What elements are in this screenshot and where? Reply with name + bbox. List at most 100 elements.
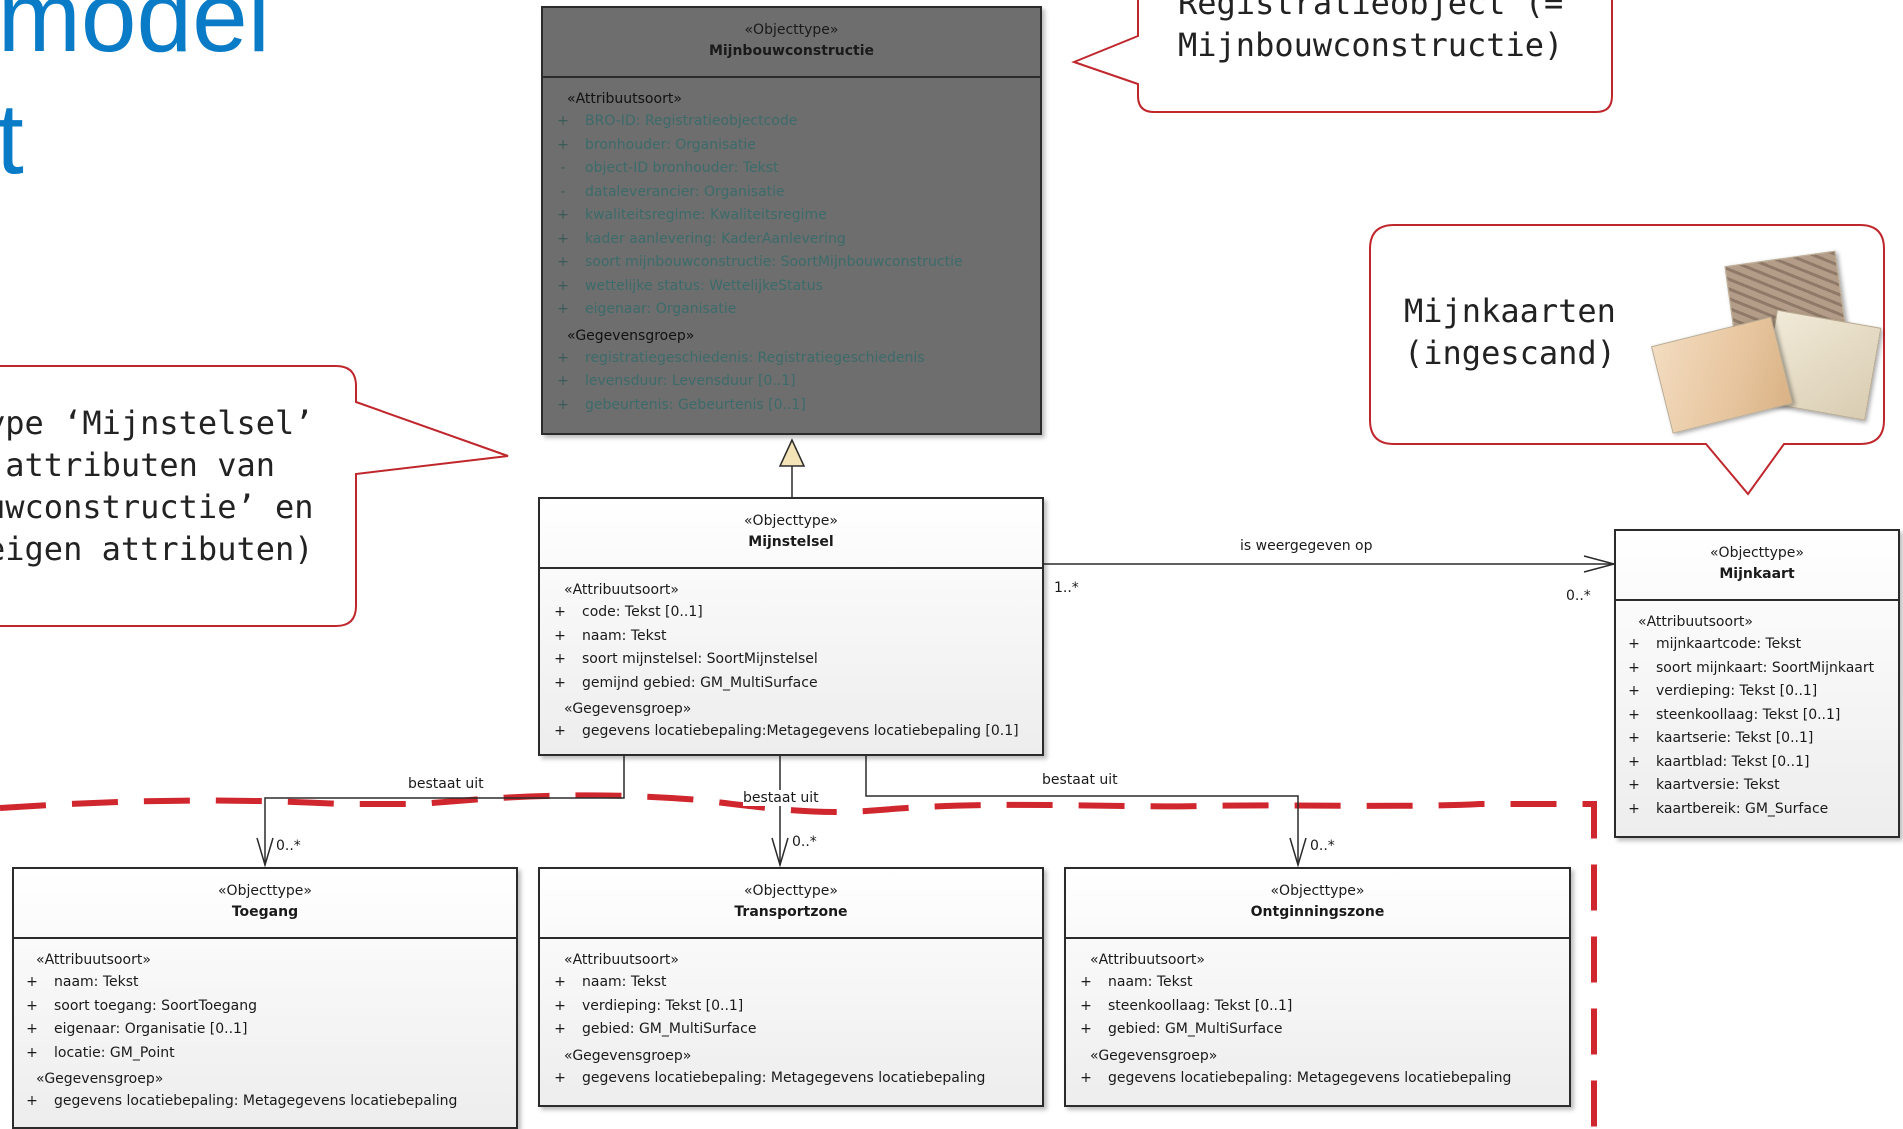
- attribute-text: kaartblad: Tekst [0..1]: [1656, 753, 1810, 770]
- attribute: + kaartblad: Tekst [0..1]: [1624, 751, 1892, 775]
- section-label: «Gegevensgroep»: [564, 701, 692, 717]
- stereotype-label: «Objecttype»: [1270, 883, 1365, 899]
- class-toegang[interactable]: «Objecttype» Toegang «Attribuutsoort» +n…: [12, 867, 518, 1129]
- visibility-marker: +: [1080, 1069, 1092, 1086]
- class-name: Mijnstelsel: [748, 534, 834, 550]
- class-mijnbouwconstructie[interactable]: «Objecttype» Mijnbouwconstructie «Attrib…: [541, 6, 1042, 435]
- class-header: «Objecttype» Transportzone: [540, 869, 1042, 939]
- attribute: + naam: Tekst: [1076, 971, 1563, 995]
- attribute: + gemijnd gebied: GM_MultiSurface: [550, 672, 1036, 696]
- callout-mijnstelsel-shape: [0, 365, 509, 627]
- visibility-marker: +: [554, 1069, 566, 1086]
- attribute-text: kaartserie: Tekst [0..1]: [1656, 730, 1814, 746]
- attribute: +gebied: GM_MultiSurface: [1076, 1018, 1563, 1042]
- visibility-marker: +: [1628, 683, 1640, 699]
- attribute-text: kaartversie: Tekst: [1656, 777, 1780, 793]
- visibility-marker: +: [1628, 777, 1640, 793]
- class-body: «Attribuutsoort» +naam: Tekst +verdiepin…: [540, 939, 1042, 1096]
- visibility-marker: +: [1080, 1021, 1092, 1037]
- class-header: «Objecttype» Ontginningszone: [1066, 869, 1569, 939]
- attribute: +soort mijnkaart: SoortMijnkaart: [1624, 657, 1892, 681]
- visibility-marker: -: [560, 160, 566, 176]
- attribute-text: eigenaar: Organisatie [0..1]: [54, 1021, 248, 1037]
- section-label: «Attribuutsoort»: [564, 952, 679, 968]
- attribute: + registratiegeschiedenis: Registratieges…: [553, 347, 1034, 371]
- attribute: +locatie: GM_Point: [22, 1042, 510, 1066]
- attribute-text: gegevens locatiebepaling: Metagegevens l…: [54, 1093, 458, 1109]
- visibility-marker: +: [554, 627, 566, 644]
- visibility-marker: -: [560, 183, 566, 200]
- attribute-text: registratiegeschiedenis: Registratiegesc…: [585, 349, 925, 366]
- attribute: +wettelijke status: WettelijkeStatus: [553, 275, 1034, 299]
- class-header: «Objecttype» Mijnkaart: [1616, 531, 1898, 601]
- class-name: Transportzone: [734, 904, 848, 920]
- association-toegang-multiplicity: 0..*: [276, 838, 301, 854]
- visibility-marker: +: [554, 604, 566, 620]
- class-ontginningszone[interactable]: «Objecttype» Ontginningszone «Attribuuts…: [1064, 867, 1571, 1107]
- class-name: Toegang: [231, 904, 299, 920]
- attribute: +BRO-ID: Registratieobjectcode: [553, 110, 1034, 134]
- visibility-marker: +: [557, 349, 569, 366]
- attribute: +kwaliteitsregime: Kwaliteitsregime: [553, 204, 1034, 228]
- attribute-text: levensduur: Levensduur [0..1]: [585, 373, 796, 389]
- class-mijnstelsel[interactable]: «Objecttype» Mijnstelsel «Attribuutsoort…: [538, 497, 1044, 756]
- class-header: «Objecttype» Mijnstelsel: [540, 499, 1042, 569]
- section-label: «Attribuutsoort»: [1090, 952, 1205, 968]
- attribute-text: gegevens locatiebepaling:Metagegevens lo…: [582, 723, 1019, 739]
- class-header: «Objecttype» Mijnbouwconstructie: [543, 8, 1040, 78]
- callout-registratieobject-shape: [1071, 0, 1613, 113]
- stereotype-label: «Objecttype»: [744, 22, 839, 38]
- section-label: «Gegevensgroep»: [36, 1071, 164, 1087]
- attribute: -dataleverancier: Organisatie: [553, 181, 1034, 205]
- class-transportzone[interactable]: «Objecttype» Transportzone «Attribuutsoo…: [538, 867, 1044, 1107]
- attribute: + verdieping: Tekst [0..1]: [1624, 680, 1892, 704]
- class-mijnkaart[interactable]: «Objecttype» Mijnkaart «Attribuutsoort» …: [1614, 529, 1900, 838]
- attribute-text: kwaliteitsregime: Kwaliteitsregime: [585, 207, 827, 223]
- visibility-marker: +: [554, 1021, 566, 1037]
- association-toegang-label: bestaat uit: [408, 776, 484, 792]
- visibility-marker: +: [557, 230, 569, 247]
- visibility-marker: +: [557, 277, 569, 294]
- class-name: Mijnkaart: [1719, 566, 1795, 582]
- attribute: +gebeurtenis: Gebeurtenis [0..1]: [553, 394, 1034, 418]
- visibility-marker: +: [554, 974, 566, 990]
- attribute-text: verdieping: Tekst [0..1]: [1656, 683, 1818, 699]
- attribute-text: gemijnd gebied: GM_MultiSurface: [582, 674, 818, 691]
- attribute: + gegevens locatiebepaling: Metagegevens …: [22, 1090, 510, 1114]
- attribute: +steenkoollaag: Tekst [0..1]: [1624, 704, 1892, 728]
- class-body: «Attribuutsoort» +BRO-ID: Registratieobj…: [543, 78, 1040, 423]
- attribute: +eigenaar: Organisatie [0..1]: [22, 1018, 510, 1042]
- attribute: +kaartserie: Tekst [0..1]: [1624, 727, 1892, 751]
- attribute: + naam: Tekst: [22, 971, 510, 995]
- attribute-text: naam: Tekst: [54, 974, 139, 990]
- association-toegang-line: [264, 756, 625, 865]
- section-label: «Gegevensgroep»: [564, 1047, 692, 1064]
- attribute: +mijnkaartcode: Tekst: [1624, 633, 1892, 657]
- visibility-marker: +: [554, 674, 566, 691]
- visibility-marker: +: [26, 1093, 38, 1109]
- visibility-marker: +: [1080, 974, 1092, 990]
- attribute-text: kaartbereik: GM_Surface: [1656, 800, 1829, 817]
- association-transportzone-multiplicity: 0..*: [792, 834, 817, 850]
- attribute: +steenkoollaag: Tekst [0..1]: [1076, 995, 1563, 1019]
- visibility-marker: +: [1628, 753, 1640, 770]
- slide-title-line-2: t: [0, 83, 24, 195]
- attribute: +gebied: GM_MultiSurface: [550, 1018, 1036, 1042]
- visibility-marker: +: [26, 974, 38, 990]
- attribute: +gegevens locatiebepaling: Metagegevens …: [550, 1067, 1036, 1091]
- attribute: +gegevens locatiebepaling: Metagegevens …: [1076, 1067, 1563, 1091]
- attribute: +code: Tekst [0..1]: [550, 601, 1036, 625]
- attribute: +kader aanlevering: KaderAanlevering: [553, 228, 1034, 252]
- visibility-marker: +: [1628, 706, 1640, 723]
- stereotype-label: «Objecttype»: [743, 883, 838, 899]
- association-weergegeven-label: is weergegeven op: [1240, 538, 1373, 554]
- association-weergegeven-target-multiplicity: 0..*: [1566, 588, 1591, 604]
- association-transportzone-arrowhead: [771, 837, 789, 868]
- callout-registratieobject-text: Registratieobject (= Mijnbouwconstructie…: [1178, 0, 1564, 64]
- visibility-marker: +: [557, 373, 569, 389]
- attribute-text: naam: Tekst: [1108, 974, 1193, 990]
- attribute-text: verdieping: Tekst [0..1]: [582, 997, 744, 1014]
- attribute: +kaartbereik: GM_Surface: [1624, 798, 1892, 822]
- association-toegang-arrowhead: [256, 837, 274, 868]
- association-ontginningszone-line: [865, 756, 1299, 865]
